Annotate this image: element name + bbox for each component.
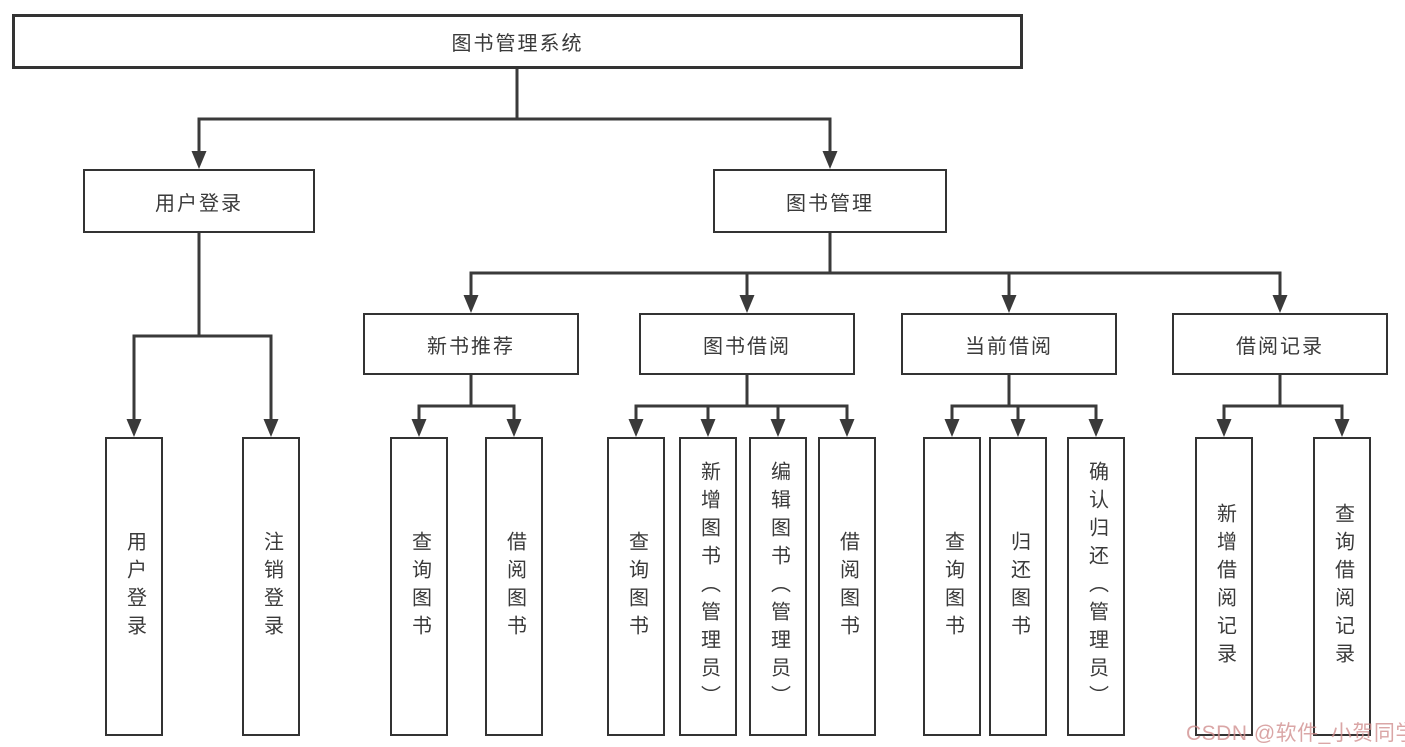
arrow-icon <box>126 151 1350 437</box>
node-query-borrow-record: 查询借阅记录 <box>1313 437 1371 736</box>
node-add-books-admin: 新增图书（管理员） <box>679 437 737 736</box>
node-return-books: 归还图书 <box>989 437 1047 736</box>
node-label: 新书推荐 <box>427 335 515 358</box>
node-label: 借阅图书 <box>836 530 859 643</box>
node-label: 编辑图书（管理员） <box>767 460 790 713</box>
node-label: 新增借阅记录 <box>1213 502 1236 671</box>
node-label: 查询图书 <box>625 530 648 643</box>
node-label: 用户登录 <box>155 192 243 215</box>
node-new-book-recommend: 新书推荐 <box>363 313 579 375</box>
node-label: 借阅记录 <box>1236 335 1324 358</box>
node-library-system: 图书管理系统 <box>12 14 1023 69</box>
node-label: 确认归还（管理员） <box>1085 460 1108 713</box>
node-logout-action: 注销登录 <box>242 437 300 736</box>
node-query-books-2: 查询图书 <box>607 437 665 736</box>
node-label: 当前借阅 <box>965 335 1053 358</box>
node-label: 注销登录 <box>260 530 283 643</box>
connector-segments <box>132 69 1344 420</box>
node-label: 归还图书 <box>1007 530 1030 643</box>
node-label: 查询图书 <box>408 530 431 643</box>
node-edit-books-admin: 编辑图书（管理员） <box>749 437 807 736</box>
node-label: 借阅图书 <box>503 530 526 643</box>
node-current-borrow: 当前借阅 <box>901 313 1117 375</box>
node-label: 图书借阅 <box>703 335 791 358</box>
watermark: CSDN @软件_小贺同学 <box>1186 722 1405 745</box>
node-user-login-action: 用户登录 <box>105 437 163 736</box>
node-label: 新增图书（管理员） <box>697 460 720 713</box>
node-label: 查询图书 <box>941 530 964 643</box>
node-user-login: 用户登录 <box>83 169 315 233</box>
node-label: 图书管理 <box>786 192 874 215</box>
node-label: 查询借阅记录 <box>1331 502 1354 671</box>
node-confirm-return-admin: 确认归还（管理员） <box>1067 437 1125 736</box>
node-label: 用户登录 <box>123 530 146 643</box>
node-add-borrow-record: 新增借阅记录 <box>1195 437 1253 736</box>
node-borrow-books-2: 借阅图书 <box>818 437 876 736</box>
node-query-books-1: 查询图书 <box>390 437 448 736</box>
node-query-books-3: 查询图书 <box>923 437 981 736</box>
node-book-borrow: 图书借阅 <box>639 313 855 375</box>
node-borrow-records: 借阅记录 <box>1172 313 1388 375</box>
node-borrow-books-1: 借阅图书 <box>485 437 543 736</box>
node-label: 图书管理系统 <box>451 33 584 55</box>
node-book-management: 图书管理 <box>713 169 947 233</box>
